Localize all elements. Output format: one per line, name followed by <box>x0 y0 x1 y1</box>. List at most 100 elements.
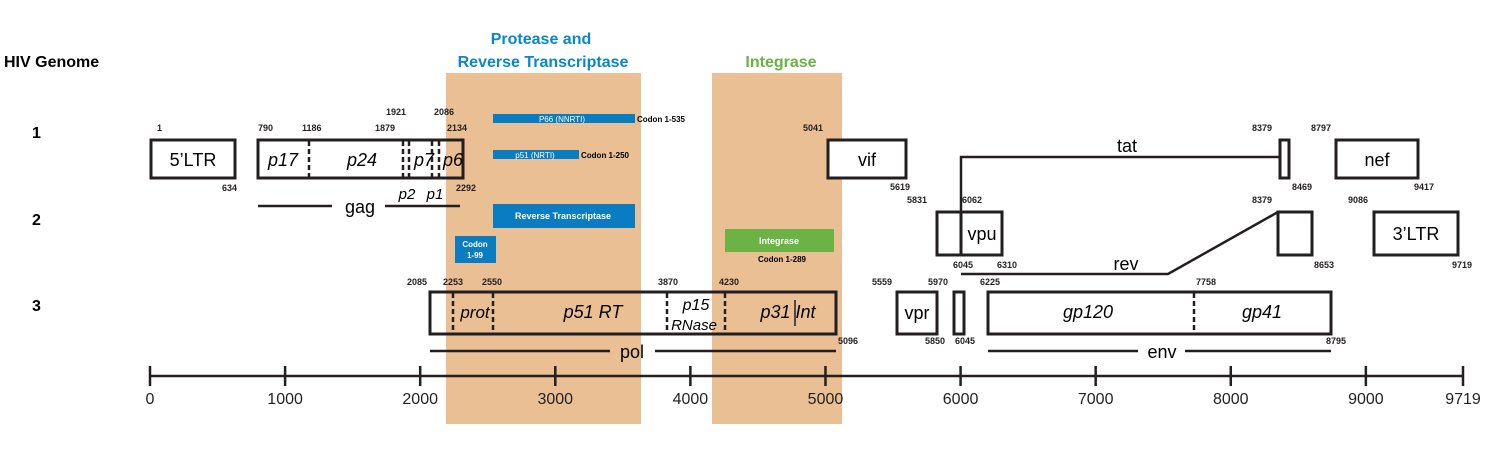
axis-tick-label: 3000 <box>537 391 573 408</box>
pos-6045b: 6045 <box>955 336 975 346</box>
rev-line <box>961 210 1279 276</box>
ltr5-box <box>149 138 237 180</box>
prot-label: prot <box>459 303 491 322</box>
pos-2086: 2086 <box>434 107 454 117</box>
rt-bar <box>493 204 635 228</box>
pos-2550: 2550 <box>482 277 502 287</box>
pos-9417: 9417 <box>1414 182 1434 192</box>
codon99-line1: Codon <box>462 240 487 249</box>
p17-label: p17 <box>267 150 299 170</box>
gag-label: gag <box>345 197 375 217</box>
pos-2292: 2292 <box>456 183 476 193</box>
ltr3-label: 3’LTR <box>1393 224 1440 244</box>
p66-codon: Codon 1-535 <box>637 115 686 124</box>
pos-1: 1 <box>157 123 162 133</box>
p51-codon: Codon 1-250 <box>581 151 630 160</box>
env-box <box>986 290 1333 336</box>
pos-6225: 6225 <box>980 277 1000 287</box>
pos-8797: 8797 <box>1311 123 1331 133</box>
codon99-line2: 1-99 <box>467 251 484 260</box>
axis-tick-label: 6000 <box>943 391 979 408</box>
pos-5041: 5041 <box>803 123 823 133</box>
protease-header-line2: Reverse Transcriptase <box>458 54 629 71</box>
gp41-label: gp41 <box>1242 302 1282 322</box>
pos-7758: 7758 <box>1196 277 1216 287</box>
rev-label: rev <box>1113 254 1138 274</box>
vpu-box <box>959 210 1004 257</box>
pos-1186: 1186 <box>302 123 322 133</box>
pos-5559: 5559 <box>872 277 892 287</box>
axis-tick-label: 9719 <box>1445 391 1481 408</box>
pos-8379b: 8379 <box>1252 195 1272 205</box>
vpr-label: vpr <box>904 303 929 323</box>
pos-8795: 8795 <box>1326 336 1346 346</box>
pos-2085: 2085 <box>407 277 427 287</box>
pos-6310: 6310 <box>997 260 1017 270</box>
axis-tick-label: 9000 <box>1348 391 1384 408</box>
axis-tick-label: 0 <box>146 391 155 408</box>
axis-tick-label: 5000 <box>808 391 844 408</box>
pol-box <box>428 290 838 336</box>
tat-exon1-box <box>952 290 966 336</box>
p1-label: p1 <box>426 186 444 203</box>
tat-line <box>959 155 1280 212</box>
axis-tick-label: 8000 <box>1213 391 1249 408</box>
pos-5970: 5970 <box>928 277 948 287</box>
p51-bar <box>493 150 579 159</box>
ltr3-box <box>1372 210 1460 257</box>
hiv-genome-title: HIV Genome <box>4 54 99 71</box>
pos-5831: 5831 <box>907 195 927 205</box>
integrase-bar <box>725 229 834 252</box>
rnase-label: RNase <box>671 317 717 334</box>
row-label-2: 2 <box>32 212 41 229</box>
pos-8469: 8469 <box>1292 182 1312 192</box>
pos-1921: 1921 <box>386 107 406 117</box>
axis-tick-label: 4000 <box>673 391 709 408</box>
p6-label: p6 <box>442 150 464 170</box>
nef-box <box>1334 138 1420 180</box>
pol-label: pol <box>620 342 644 362</box>
pos-9086: 9086 <box>1348 195 1368 205</box>
pos-634: 634 <box>222 183 237 193</box>
gp120-label: gp120 <box>1063 302 1113 322</box>
tat-exon2-box <box>1278 138 1291 180</box>
pos-3870: 3870 <box>658 277 678 287</box>
p15-label: p15 <box>682 297 710 314</box>
p66-bar-label: P66 (NNRTI) <box>539 115 585 124</box>
env-label: env <box>1147 342 1176 362</box>
pos-1879: 1879 <box>375 123 395 133</box>
rev-exon2-box <box>1276 210 1314 257</box>
pos-790: 790 <box>258 123 273 133</box>
vpr-box <box>895 290 939 336</box>
pos-4230: 4230 <box>719 277 739 287</box>
vpu-left-box <box>935 210 963 257</box>
axis-tick-label: 1000 <box>267 391 303 408</box>
vif-label: vif <box>858 150 877 170</box>
p51-bar-label: p51 (NRTI) <box>515 151 555 160</box>
integrase-codon: Codon 1-289 <box>758 255 807 264</box>
pos-6045a: 6045 <box>953 260 973 270</box>
p2-label: p2 <box>398 186 416 203</box>
pos-9719: 9719 <box>1452 260 1472 270</box>
axis-tick-label: 2000 <box>402 391 438 408</box>
gag-box <box>256 138 465 180</box>
pos-5096: 5096 <box>838 336 858 346</box>
pos-8653: 8653 <box>1314 260 1334 270</box>
pos-5850: 5850 <box>925 336 945 346</box>
codon99-bar <box>455 236 496 263</box>
ltr5-label: 5’LTR <box>170 150 217 170</box>
integrase-header: Integrase <box>745 54 816 71</box>
vif-box <box>826 138 908 180</box>
p51rt-label: p51 RT <box>563 302 625 322</box>
pos-2253: 2253 <box>443 277 463 287</box>
pos-5619: 5619 <box>890 182 910 192</box>
nef-label: nef <box>1364 150 1390 170</box>
row-label-1: 1 <box>32 125 41 142</box>
axis-tick-label: 7000 <box>1078 391 1114 408</box>
axis-ticks: 0 1000 2000 3000 4000 5000 6000 7000 8000 9000 971… <box>146 366 1481 408</box>
p7-label: p7 <box>413 150 435 170</box>
tat-label: tat <box>1117 136 1137 156</box>
p24-label: p24 <box>346 150 377 170</box>
integrase-bar-label: Integrase <box>759 236 799 246</box>
